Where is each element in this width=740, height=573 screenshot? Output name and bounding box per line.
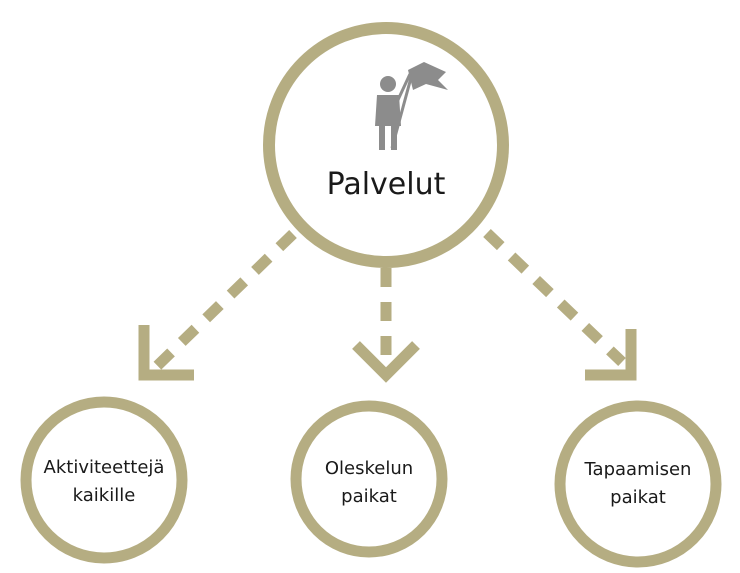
main-node: Palvelut bbox=[263, 22, 509, 268]
child-node-lounge-line1: Oleskelun bbox=[325, 458, 413, 479]
main-node-label: Palvelut bbox=[327, 167, 446, 202]
child-node-lounge: Oleskelun paikat bbox=[290, 400, 448, 558]
child-node-activities: Aktiviteettejä kaikille bbox=[20, 396, 188, 564]
arrow-to-activities bbox=[138, 230, 297, 381]
child-node-meeting-line1: Tapaamisen bbox=[584, 459, 692, 480]
person-with-flag-icon bbox=[375, 62, 448, 150]
arrow-to-lounge bbox=[352, 268, 420, 383]
arrow-to-meeting bbox=[483, 229, 637, 381]
child-node-activities-line2: kaikille bbox=[73, 485, 136, 506]
child-node-meeting: Tapaamisen paikat bbox=[554, 400, 722, 568]
child-node-lounge-line2: paikat bbox=[341, 486, 397, 507]
child-node-activities-line1: Aktiviteettejä bbox=[44, 457, 165, 478]
child-node-meeting-line2: paikat bbox=[610, 487, 666, 508]
